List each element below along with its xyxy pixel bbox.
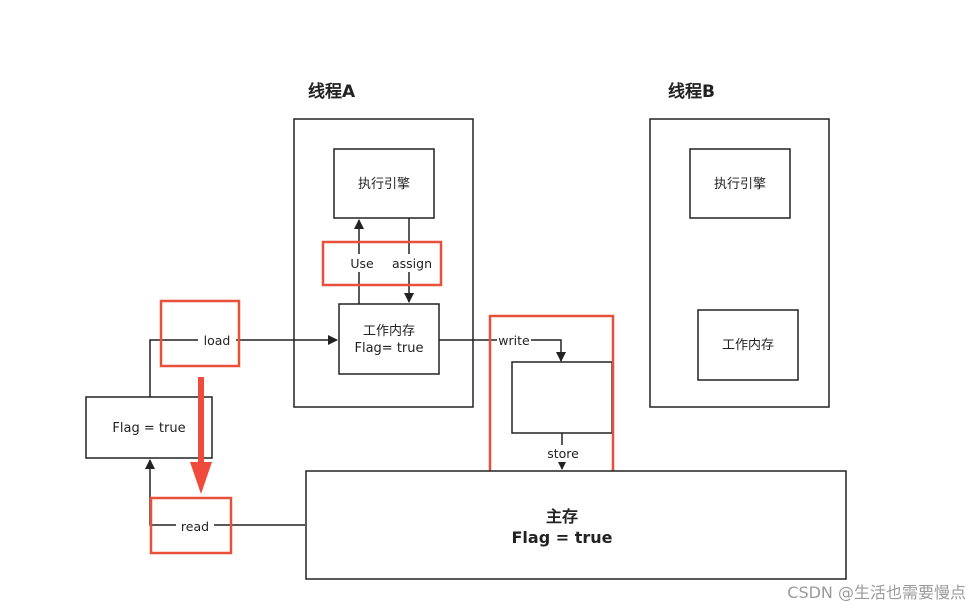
use-label: Use [350, 256, 374, 271]
load-arrow [149, 335, 338, 397]
thread-a-memory-label: 工作内存 [363, 323, 415, 339]
thread-b-engine-label: 执行引擎 [714, 177, 766, 192]
use-assign-highlight [321, 240, 443, 287]
read-label-bg [176, 518, 214, 535]
thread-a-memory-box [338, 303, 440, 375]
thread-b-memory-box [697, 309, 799, 381]
store-label: store [547, 446, 579, 461]
thread-a-title: 线程A [308, 81, 356, 102]
store-label-bg [544, 445, 582, 462]
read-arrow [145, 459, 305, 526]
thread-a-engine-box [333, 148, 435, 219]
load-label-bg [198, 332, 236, 349]
buffer-box [511, 361, 613, 434]
thread-a-engine-label: 执行引擎 [358, 177, 410, 192]
thread-a-memory-flag: Flag= true [354, 341, 423, 356]
thread-b-title: 线程B [668, 81, 715, 102]
thread-b-box [649, 118, 830, 408]
load-label: load [204, 333, 231, 348]
main-memory-title: 主存 [546, 507, 578, 526]
write-arrow [439, 339, 566, 362]
load-highlight [159, 299, 241, 368]
load-to-read-red-arrow-head [190, 462, 212, 494]
watermark: CSDN @生活也需要慢点 [787, 583, 966, 602]
assign-label: assign [392, 256, 432, 271]
main-memory-box [305, 470, 847, 580]
local-flag-box [85, 396, 213, 459]
thread-b-engine-box [689, 148, 791, 219]
read-highlight [149, 496, 233, 555]
use-assign-label-bg [345, 254, 435, 272]
write-label-bg [497, 332, 531, 349]
thread-a-box [293, 118, 474, 408]
main-memory-value: Flag = true [512, 528, 613, 547]
thread-b-memory-label: 工作内存 [722, 337, 774, 353]
read-label: read [181, 519, 209, 534]
write-label: write [498, 333, 530, 348]
local-flag-label: Flag = true [112, 421, 185, 436]
